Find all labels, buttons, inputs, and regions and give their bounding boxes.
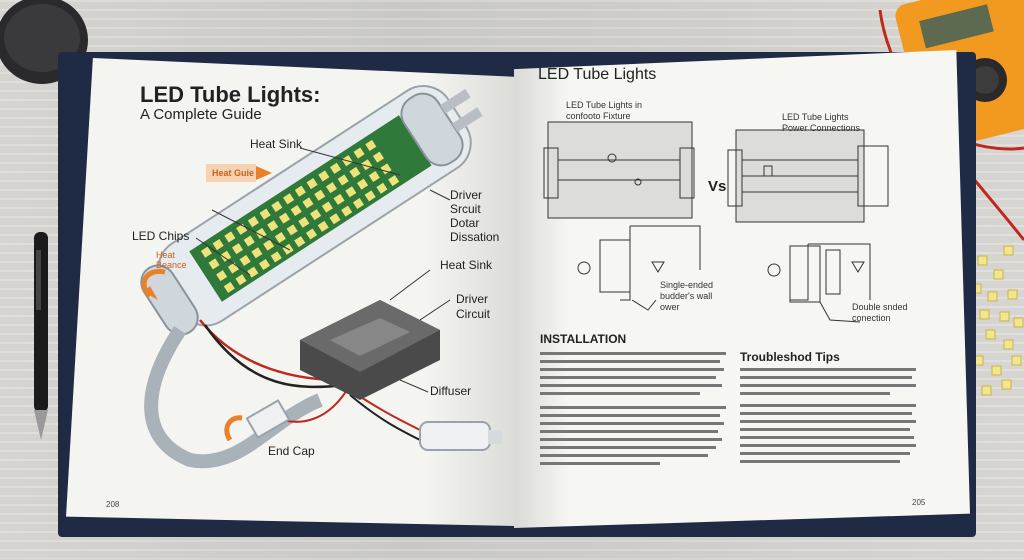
- label-end-cap: End Cap: [268, 444, 315, 458]
- troubleshoot-heading: Troubleshod Tips: [740, 350, 840, 364]
- diagram-right-caption: LED Tube Lights Power Connections: [782, 112, 861, 133]
- versus-label: Vs: [708, 178, 727, 195]
- label-driver-block: Driver Srcuit Dotar Dissation: [450, 188, 500, 244]
- page-title: LED Tube Lights:: [140, 82, 321, 107]
- fixture-diagram-left: [547, 121, 693, 219]
- diagram-left-caption: LED Tube Lights in confooto Fixture: [566, 100, 643, 121]
- left-page-number: 208: [106, 500, 120, 509]
- label-heat-sink-mid: Heat Sink: [440, 258, 493, 272]
- pen: [34, 232, 48, 440]
- pcb-strip: [189, 115, 432, 302]
- body-text-lines: [540, 352, 916, 465]
- label-driver-circuit: Driver Circuit: [456, 292, 491, 321]
- tube-end-cap-bottom: [140, 264, 199, 336]
- double-ended-schematic: [790, 244, 809, 301]
- right-page-title: LED Tube Lights: [538, 66, 657, 83]
- label-led-chips: LED Chips: [132, 229, 190, 243]
- double-ended-caption: Double snded conection: [852, 302, 908, 323]
- single-ended-caption: Single-ended budder's wall ower: [660, 280, 714, 312]
- driver-box: [300, 300, 440, 400]
- right-page-number: 205: [912, 498, 926, 507]
- single-ended-schematic: [620, 226, 631, 301]
- leader-lines: [195, 147, 451, 393]
- heat-arrow-top: [206, 164, 272, 182]
- page-subtitle: A Complete Guide: [140, 106, 262, 123]
- installation-heading: INSTALLATION: [540, 332, 627, 346]
- tube-end-cap-top: [400, 92, 464, 167]
- label-diffuser: Diffuser: [430, 384, 472, 398]
- label-heat-guide: Heat Guie: [212, 168, 255, 178]
- end-cap-arrow: [224, 415, 243, 442]
- label-heat-sink-top: Heat Sink: [250, 137, 303, 151]
- end-cap-connector: [245, 399, 502, 451]
- label-heat-beam: Heat Beance: [156, 250, 187, 270]
